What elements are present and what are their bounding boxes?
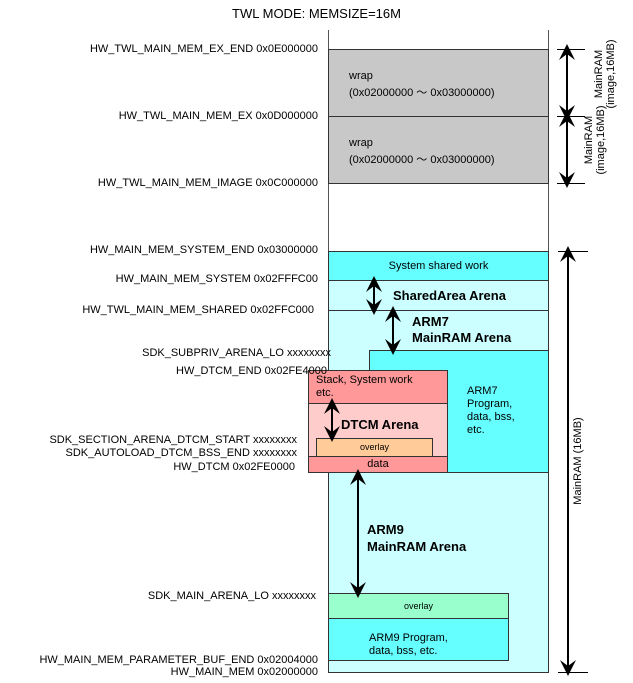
wrap-label: wrap [349, 70, 373, 82]
side-label-image: MainRAM(image,16MB) [583, 105, 607, 175]
addr-label: HW_TWL_MAIN_MEM_EX 0x0D000000 [118, 110, 318, 122]
arm7-prog-text: etc. [467, 424, 485, 436]
diagram-title: TWL MODE: MEMSIZE=16M [232, 6, 401, 21]
wrap-block-ex: wrap (0x02000000 ～ 0x03000000) [328, 49, 549, 117]
arm7-arena-label: ARM7 [412, 314, 449, 329]
addr-label: HW_DTCM_END 0x02FE4000 [176, 365, 327, 377]
arm9-arena-label: ARM9 [367, 522, 404, 537]
stack-text: Stack, System work [316, 374, 413, 386]
addr-label: SDK_MAIN_ARENA_LO xxxxxxxx [147, 590, 316, 602]
addr-label: HW_TWL_MAIN_MEM_EX_END 0x0E000000 [89, 43, 318, 55]
system-shared-work: System shared work [328, 251, 549, 281]
arm9-program-block: ARM9 Program, data, bss, etc. [328, 618, 509, 661]
arm7-arena-label-2: MainRAM Arena [412, 330, 512, 345]
addr-label: HW_DTCM 0x02FE0000 [173, 461, 295, 473]
shared-area-label: SharedArea Arena [393, 288, 506, 303]
addr-label: HW_MAIN_MEM_SYSTEM_END 0x03000000 [89, 244, 318, 256]
addr-label: SDK_SECTION_ARENA_DTCM_START xxxxxxxx [49, 434, 297, 446]
arm7-prog-text: data, bss, [467, 411, 515, 423]
dtcm-arena-label: DTCM Arena [341, 417, 419, 432]
addr-label: SDK_SUBPRIV_ARENA_LO xxxxxxxx [142, 347, 331, 359]
addr-label: SDK_AUTOLOAD_DTCM_BSS_END xxxxxxxx [65, 447, 297, 459]
addr-label: HW_TWL_MAIN_MEM_SHARED 0x02FFC000 [82, 304, 314, 316]
wrap-block-image: wrap (0x02000000 ～ 0x03000000) [328, 116, 549, 184]
arm9-prog-text: ARM9 Program, [369, 632, 448, 644]
addr-label: HW_MAIN_MEM 0x02000000 [170, 666, 318, 678]
side-label-mainram: MainRAM (16MB) [572, 417, 584, 505]
wrap-range: (0x02000000 ～ 0x03000000) [349, 87, 495, 99]
wrap-range: (0x02000000 ～ 0x03000000) [349, 154, 495, 166]
dtcm-data: data [308, 456, 448, 473]
stack-text-2: etc. [316, 387, 334, 399]
arm7-prog-text: Program, [467, 398, 513, 410]
arm7-prog-text: ARM7 [467, 385, 498, 397]
addr-label: HW_TWL_MAIN_MEM_IMAGE 0x0C000000 [97, 177, 318, 189]
shared-area-arena: SharedArea Arena [328, 280, 549, 311]
arm9-prog-text-2: data, bss, etc. [369, 645, 438, 657]
arm9-arena-label-2: MainRAM Arena [367, 539, 467, 554]
wrap-label: wrap [349, 137, 373, 149]
addr-label: HW_MAIN_MEM_PARAMETER_BUF_END 0x02004000 [39, 654, 318, 666]
addr-label: HW_MAIN_MEM_SYSTEM 0x02FFFC00 [115, 273, 318, 285]
